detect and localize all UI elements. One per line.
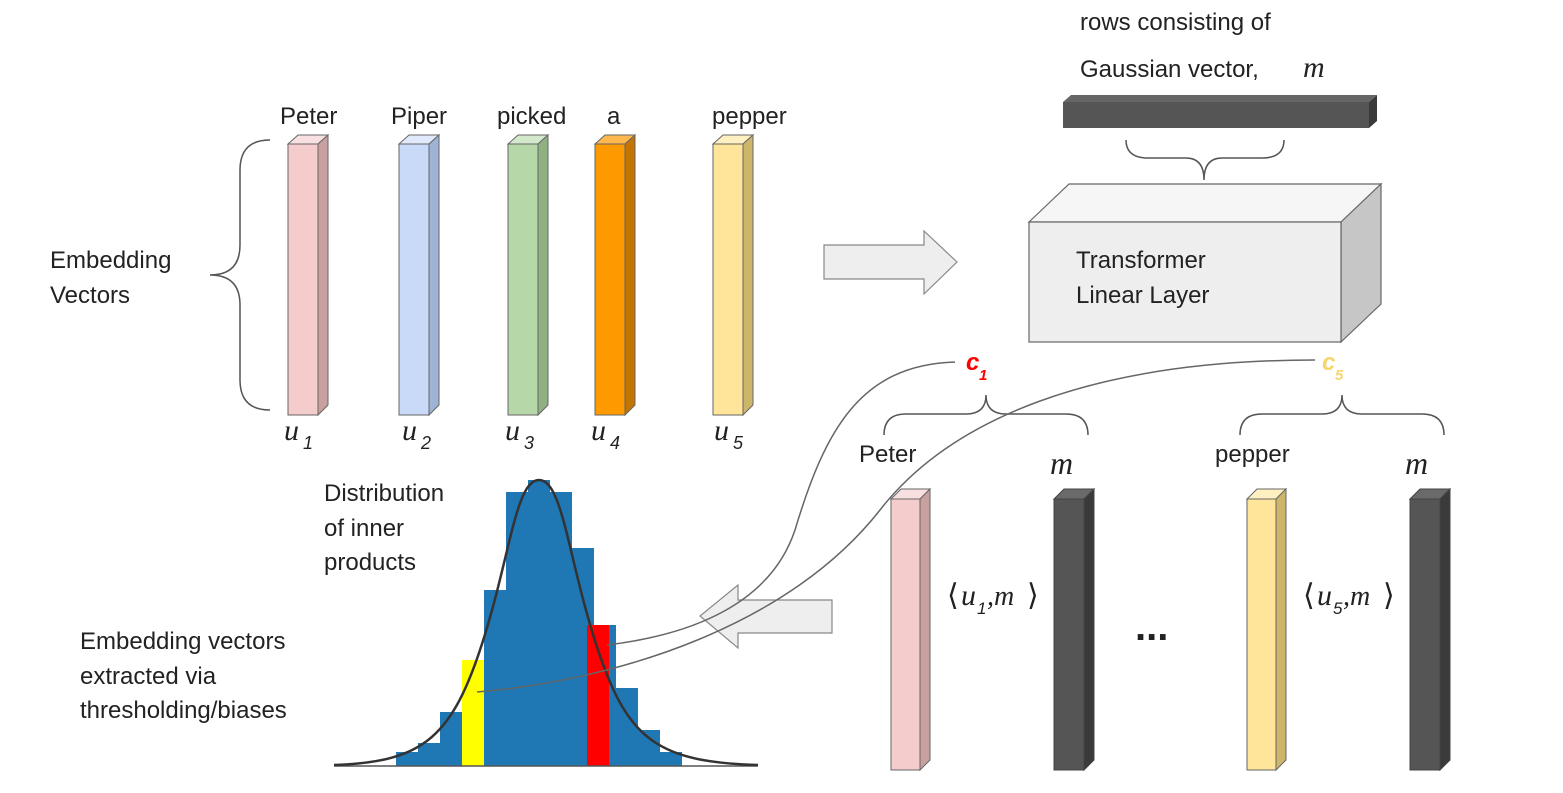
svg-text:c: c xyxy=(1322,349,1335,376)
transformer-label-line2: Linear Layer xyxy=(1076,282,1209,309)
gaussian-row-bar xyxy=(1063,95,1377,128)
svg-text:⟨: ⟨ xyxy=(947,579,959,612)
threshold-bar-red xyxy=(587,625,609,766)
label-c1: c 1 xyxy=(966,349,987,384)
distribution-label: Distribution of inner products xyxy=(324,480,444,576)
word-a: a xyxy=(607,103,621,130)
svg-text:⟨: ⟨ xyxy=(1303,579,1315,612)
output-m-left: m xyxy=(1050,445,1073,481)
transformer-linear-layer-box: Transformer Linear Layer xyxy=(1027,182,1383,344)
vector-label-u1: u 1 xyxy=(284,414,313,453)
output-word-pepper: pepper xyxy=(1215,441,1290,468)
word-picked: picked xyxy=(497,103,566,130)
vectors-top-row: Peter Piper picked a pepper xyxy=(280,103,787,453)
svg-text:,m: ,m xyxy=(1343,581,1370,612)
label-c5: c 5 xyxy=(1322,349,1344,384)
vector-label-u2: u 2 xyxy=(402,414,431,453)
svg-text:1: 1 xyxy=(979,367,987,384)
word-pepper: pepper xyxy=(712,103,787,130)
output-word-peter: Peter xyxy=(859,441,916,468)
svg-text:1: 1 xyxy=(303,433,313,453)
word-peter: Peter xyxy=(280,103,337,130)
svg-text:u: u xyxy=(1317,579,1332,612)
svg-text:⟩: ⟩ xyxy=(1383,579,1395,612)
transformer-label-line1: Transformer xyxy=(1076,247,1206,274)
svg-text:u: u xyxy=(961,579,976,612)
svg-text:u: u xyxy=(284,414,299,447)
arrow-left-icon xyxy=(699,583,833,650)
output-vector-m-left xyxy=(1052,487,1096,772)
connector-c5 xyxy=(476,359,1316,693)
vector-u5 xyxy=(711,133,755,417)
inner-product-u1-m: ⟨ u 1 ,m ⟩ xyxy=(947,579,1039,618)
svg-text:5: 5 xyxy=(733,433,744,453)
brace-c5 xyxy=(1239,394,1445,436)
gaussian-brace xyxy=(1125,139,1285,181)
arrow-right-icon xyxy=(823,229,958,296)
output-vector-m-right xyxy=(1408,487,1452,772)
vector-label-u4: u 4 xyxy=(591,414,620,453)
extraction-label: Embedding vectors extracted via threshol… xyxy=(80,628,287,724)
distribution-label-line3: products xyxy=(324,549,416,576)
svg-text:u: u xyxy=(591,414,606,447)
output-vector-pepper xyxy=(1245,487,1288,772)
gaussian-curve xyxy=(333,478,759,767)
svg-text:u: u xyxy=(402,414,417,447)
svg-text:5: 5 xyxy=(1335,367,1344,384)
threshold-bar-yellow xyxy=(462,660,484,766)
inner-product-u5-m: ⟨ u 5 ,m ⟩ xyxy=(1303,579,1395,618)
distribution-label-line1: Distribution xyxy=(324,480,444,507)
svg-text:u: u xyxy=(714,414,729,447)
gaussian-symbol-m: m xyxy=(1303,51,1325,84)
brace-c1 xyxy=(883,394,1089,436)
ellipsis: ... xyxy=(1135,605,1168,649)
embedding-label-line1: Embedding xyxy=(50,247,171,274)
vector-u4 xyxy=(593,133,637,417)
svg-text:c: c xyxy=(966,349,979,376)
embedding-brace xyxy=(209,139,271,411)
embedding-label-line2: Vectors xyxy=(50,282,130,309)
svg-text:3: 3 xyxy=(524,433,534,453)
vector-label-u5: u 5 xyxy=(714,414,744,453)
svg-text:,m: ,m xyxy=(987,581,1014,612)
vector-u1 xyxy=(286,133,330,417)
embedding-label: Embedding Vectors xyxy=(50,247,171,309)
gaussian-caption-line2: Gaussian vector, xyxy=(1080,56,1259,83)
svg-text:⟩: ⟩ xyxy=(1027,579,1039,612)
svg-text:2: 2 xyxy=(420,433,431,453)
extraction-label-line3: thresholding/biases xyxy=(80,697,287,724)
output-vector-peter xyxy=(889,487,932,772)
extraction-label-line1: Embedding vectors xyxy=(80,628,285,655)
output-m-right: m xyxy=(1405,445,1428,481)
svg-text:4: 4 xyxy=(610,433,620,453)
vector-label-u3: u 3 xyxy=(505,414,534,453)
connector-c1 xyxy=(606,361,956,646)
word-piper: Piper xyxy=(391,103,447,130)
gaussian-caption-line1: rows consisting of xyxy=(1080,9,1271,36)
distribution-label-line2: of inner xyxy=(324,515,404,542)
vector-u3 xyxy=(506,133,550,417)
vector-u2 xyxy=(397,133,441,417)
svg-text:5: 5 xyxy=(1333,599,1343,618)
svg-text:u: u xyxy=(505,414,520,447)
histogram xyxy=(333,478,759,767)
gaussian-caption: rows consisting of Gaussian vector, m xyxy=(1080,9,1325,84)
extraction-label-line2: extracted via xyxy=(80,663,217,690)
svg-text:1: 1 xyxy=(977,599,986,618)
